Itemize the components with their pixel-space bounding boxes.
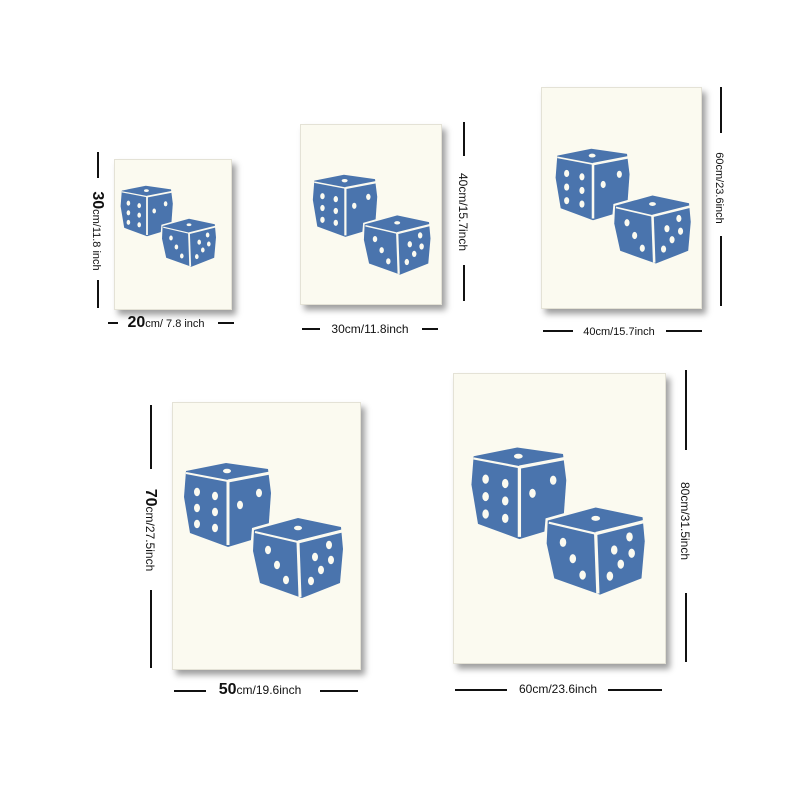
height-dimension-line bbox=[97, 280, 99, 308]
width-dimension-line bbox=[174, 690, 206, 692]
two-dice-icon bbox=[311, 173, 434, 278]
height-dimension-line bbox=[463, 122, 465, 156]
height-label: 70cm/27.5inch bbox=[142, 488, 159, 572]
height-dimension-line bbox=[720, 236, 722, 306]
height-label: 40cm/15.7inch bbox=[456, 172, 470, 252]
height-dimension-line bbox=[150, 590, 152, 668]
height-dimension-line bbox=[150, 405, 152, 469]
width-dimension-line bbox=[543, 330, 573, 332]
two-dice-icon bbox=[554, 147, 695, 268]
width-dimension-line bbox=[608, 689, 662, 691]
width-dimension-line bbox=[422, 328, 438, 330]
width-dimension-line bbox=[320, 690, 358, 692]
width-label: 30cm/11.8inch bbox=[331, 322, 409, 336]
width-dimension-line bbox=[302, 328, 320, 330]
height-label: 30cm/11.8 inch bbox=[89, 191, 106, 271]
height-dimension-line bbox=[720, 87, 722, 133]
width-dimension-line bbox=[666, 330, 702, 332]
two-dice-icon bbox=[119, 184, 219, 270]
canvas-30x40-preview bbox=[300, 124, 442, 305]
width-label: 50cm/19.6inch bbox=[218, 681, 302, 698]
canvas-40x60-preview bbox=[541, 87, 702, 309]
width-dimension-line bbox=[218, 322, 234, 324]
height-dimension-line bbox=[685, 593, 687, 662]
width-dimension-line bbox=[108, 322, 118, 324]
width-dimension-line bbox=[455, 689, 507, 691]
height-dimension-line bbox=[685, 370, 687, 450]
width-label: 20cm/ 7.8 inch bbox=[127, 314, 205, 331]
two-dice-icon bbox=[182, 461, 348, 603]
height-label: 80cm/31.5inch bbox=[678, 481, 692, 561]
canvas-60x80-preview bbox=[453, 373, 666, 664]
two-dice-icon bbox=[469, 445, 650, 600]
height-label: 60cm/23.6inch bbox=[713, 152, 725, 224]
width-label: 60cm/23.6inch bbox=[518, 682, 598, 696]
height-dimension-line bbox=[463, 265, 465, 301]
canvas-20x30-preview bbox=[114, 159, 232, 310]
canvas-50x70-preview bbox=[172, 402, 361, 670]
width-label: 40cm/15.7inch bbox=[583, 326, 655, 338]
height-dimension-line bbox=[97, 152, 99, 178]
